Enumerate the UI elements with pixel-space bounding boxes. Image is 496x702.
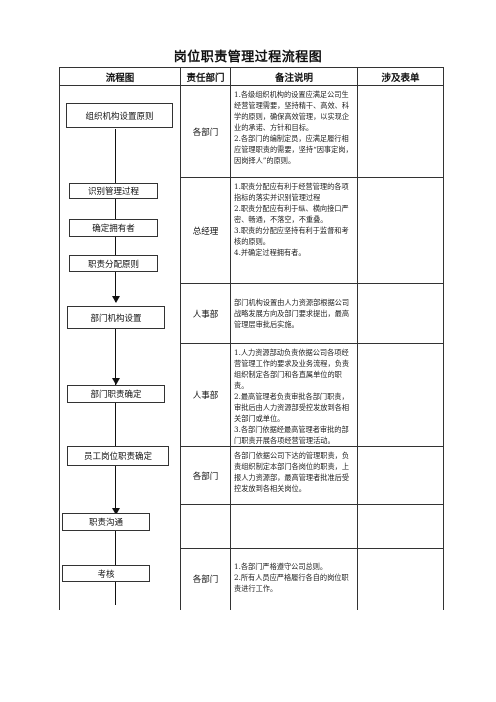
flow-step-communicate[interactable]: 职责沟通 xyxy=(62,513,150,531)
note-line: 1.各级组织机构的设置应满足公司生经营管理需要，坚持精干、高效、科学的原则，确保… xyxy=(234,90,350,132)
dept-cell: 各部门 xyxy=(180,548,231,610)
dept-cell: 人事部 xyxy=(180,283,231,344)
note-line: 3.各部门依据经最高管理者审批的部门职责开展各项经营管理活动。 xyxy=(234,425,349,445)
note-line: 1.人力资源部动负责依据公司各项经营管理工作的要求及业务流程，负责组织制定各部门… xyxy=(234,348,350,390)
header-notes: 备注说明 xyxy=(230,67,358,86)
table-row: 人事部 部门机构设置由人力资源部根据公司战略发展方向及部门要求提出，最高管理层审… xyxy=(60,283,444,344)
table-header-row: 流程图 责任部门 备注说明 涉及表单 xyxy=(59,67,444,86)
note-line: 2.所有人员应严格履行各自的岗位职责进行工作。 xyxy=(234,573,349,593)
flow-step-org-principle[interactable]: 组织机构设置原则 xyxy=(66,103,173,128)
forms-cell xyxy=(357,343,444,447)
table-row: 各部门 1.各级组织机构的设置应满足公司生经营管理需要，坚持精干、高效、科学的原… xyxy=(59,85,444,610)
forms-cell xyxy=(357,283,444,344)
note-line: 1.职责分配应有利于经营管理的各项指标的落实并识别管理过程 xyxy=(234,182,349,202)
note-line: 1.各部门严格遵守公司总则。 xyxy=(234,562,328,571)
flow-step-staff-duty[interactable]: 员工岗位职责确定 xyxy=(67,446,169,466)
note-cell: 1.人力资源部动负责依据公司各项经营管理工作的要求及业务流程，负责组织制定各部门… xyxy=(230,343,358,447)
table-row: 总经理 1.职责分配应有利于经营管理的各项指标的落实并识别管理过程 2.职责分配… xyxy=(60,177,444,284)
header-forms: 涉及表单 xyxy=(357,67,444,86)
note-cell: 1.各部门严格遵守公司总则。 2.所有人员应严格履行各自的岗位职责进行工作。 xyxy=(230,548,358,610)
process-table: 流程图 责任部门 备注说明 涉及表单 各部门 1.各级组织机构的设置应满足公司生… xyxy=(59,67,444,610)
note-line: 4.并确定过程拥有者。 xyxy=(234,248,306,257)
table-row: 人事部 1.人力资源部动负责依据公司各项经营管理工作的要求及业务流程，负责组织制… xyxy=(60,343,444,447)
page-title: 岗位职责管理过程流程图 xyxy=(173,50,323,65)
table-row: 各部门 1.各部门严格遵守公司总则。 2.所有人员应严格履行各自的岗位职责进行工… xyxy=(60,548,444,610)
flow-step-dept-setup[interactable]: 部门机构设置 xyxy=(67,306,165,329)
note-line: 3.职责的分配应坚持有利于监督和考核的原则。 xyxy=(234,226,349,246)
note-line: 2.各部门的编制定员，应满足履行相应管理职责的需要，坚持“因事定岗，因岗择人”的… xyxy=(234,134,353,165)
flow-step-dept-duty[interactable]: 部门职责确定 xyxy=(67,385,165,403)
header-department: 责任部门 xyxy=(180,67,231,86)
forms-cell xyxy=(357,177,444,284)
note-line: 2.最高管理者负责审批各部门职责，审批后由人力资源部受控发放到各相关部门或单位。 xyxy=(234,392,350,423)
dept-cell: 各部门 xyxy=(180,446,231,505)
dept-cell xyxy=(180,504,231,549)
forms-cell xyxy=(357,446,444,505)
dept-cell: 人事部 xyxy=(180,343,231,447)
note-cell: 各部门依据公司下达的管理职责，负责组织制定本部门各岗位的职责，上报人力资源部，最… xyxy=(230,446,358,505)
note-cell xyxy=(230,504,358,549)
forms-cell xyxy=(357,548,444,610)
flow-step-assess[interactable]: 考核 xyxy=(62,565,150,582)
note-cell: 1.各级组织机构的设置应满足公司生经营管理需要，坚持精干、高效、科学的原则，确保… xyxy=(230,85,358,178)
table-row: 各部门 各部门依据公司下达的管理职责，负责组织制定本部门各岗位的职责，上报人力资… xyxy=(60,446,444,505)
note-cell: 部门机构设置由人力资源部根据公司战略发展方向及部门要求提出，最高管理层审批后实施… xyxy=(230,283,358,344)
flow-step-identify-process[interactable]: 识别管理过程 xyxy=(69,183,158,199)
note-cell: 1.职责分配应有利于经营管理的各项指标的落实并识别管理过程 2.职责分配应有利于… xyxy=(230,177,358,284)
dept-cell: 各部门 xyxy=(180,85,231,178)
flow-step-determine-owner[interactable]: 确定拥有者 xyxy=(69,219,158,237)
note-line: 各部门依据公司下达的管理职责，负责组织制定本部门各岗位的职责，上报人力资源部，最… xyxy=(234,451,350,493)
forms-cell xyxy=(357,85,444,178)
flow-step-duty-principle[interactable]: 职责分配原则 xyxy=(69,255,158,272)
note-line: 2.职责分配应有利于纵、横向接口严密、畅通，不落空，不重叠。 xyxy=(234,204,349,224)
dept-cell: 总经理 xyxy=(180,177,231,284)
note-line: 部门机构设置由人力资源部根据公司战略发展方向及部门要求提出，最高管理层审批后实施… xyxy=(234,298,350,329)
header-flowchart: 流程图 xyxy=(59,67,181,86)
forms-cell xyxy=(357,504,444,549)
